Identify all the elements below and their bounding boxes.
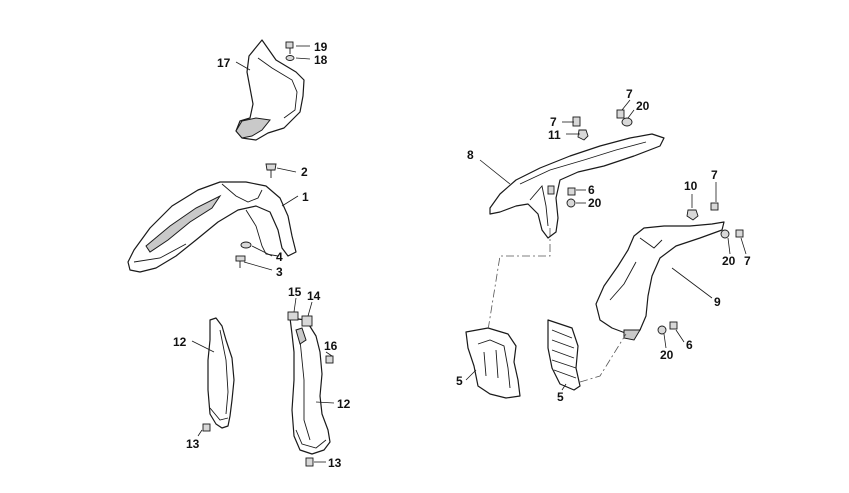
shroud-bolt-7c[interactable] xyxy=(710,202,719,211)
callout-12-right: 12 xyxy=(337,397,351,411)
callout-20-b: 20 xyxy=(588,196,602,210)
callout-6-a: 6 xyxy=(588,183,595,197)
shroud-bolt-7a[interactable] xyxy=(616,109,625,119)
clip-part-14[interactable] xyxy=(301,315,313,327)
callout-12-left: 12 xyxy=(173,335,187,349)
callout-5-left: 5 xyxy=(456,374,463,388)
shroud-washer-20d[interactable] xyxy=(657,325,667,335)
clip-part-15[interactable] xyxy=(287,311,299,321)
guard-screw-16[interactable] xyxy=(325,355,334,364)
assembly-line-left xyxy=(487,228,551,331)
shroud-bolt-7d[interactable] xyxy=(735,229,744,238)
callout-7-c: 7 xyxy=(711,168,718,182)
callout-8: 8 xyxy=(467,148,474,162)
callout-17: 17 xyxy=(217,56,231,70)
callout-2: 2 xyxy=(301,165,308,179)
callout-20-d: 20 xyxy=(660,348,674,362)
radiator-shroud-right[interactable] xyxy=(595,221,725,341)
shroud-nut-11[interactable] xyxy=(577,129,589,141)
plate-washer[interactable] xyxy=(285,55,295,61)
radiator-shroud-left[interactable] xyxy=(489,133,665,239)
radiator-guard-left[interactable] xyxy=(465,327,521,399)
fork-guard-left[interactable] xyxy=(207,317,235,429)
callout-1: 1 xyxy=(302,190,309,204)
callout-10: 10 xyxy=(684,179,698,193)
fender-washer[interactable] xyxy=(240,241,252,249)
callout-15: 15 xyxy=(288,285,302,299)
callout-11: 11 xyxy=(548,128,561,142)
callout-9: 9 xyxy=(714,295,721,309)
callout-5-right: 5 xyxy=(557,390,564,404)
callout-7-d: 7 xyxy=(744,254,751,268)
callout-20-a: 20 xyxy=(636,99,650,113)
callout-20-c: 20 xyxy=(722,254,736,268)
callout-13-right: 13 xyxy=(328,456,342,470)
shroud-nut-10[interactable] xyxy=(686,209,699,221)
shroud-washer-20c[interactable] xyxy=(720,229,730,239)
callout-14: 14 xyxy=(307,289,321,303)
callout-18: 18 xyxy=(314,53,328,67)
callout-13-left: 13 xyxy=(186,437,200,451)
callout-3: 3 xyxy=(276,265,283,279)
shroud-bolt-6a[interactable] xyxy=(567,187,576,196)
fork-guard-right[interactable] xyxy=(289,317,331,455)
fender-screw[interactable] xyxy=(235,255,246,268)
fork-guard-screw-right[interactable] xyxy=(305,457,314,467)
fender-bushing[interactable] xyxy=(265,163,277,178)
callout-7-b: 7 xyxy=(626,87,633,101)
callout-4: 4 xyxy=(276,250,283,264)
callout-7-a: 7 xyxy=(550,115,557,129)
leader-lines xyxy=(191,45,747,463)
radiator-grille-right[interactable] xyxy=(547,319,581,391)
plate-screw[interactable] xyxy=(285,41,294,54)
assembly-line-right xyxy=(579,333,627,383)
shroud-washer-20a[interactable] xyxy=(621,117,633,127)
shroud-bolt-6b[interactable] xyxy=(669,321,678,330)
shroud-bolt-upper[interactable] xyxy=(572,116,581,127)
callout-19: 19 xyxy=(314,40,328,54)
fork-guard-screw-left[interactable] xyxy=(202,423,211,432)
callout-16: 16 xyxy=(324,339,338,353)
front-fender[interactable] xyxy=(127,181,297,273)
shroud-washer-20b[interactable] xyxy=(566,198,576,208)
number-plate[interactable] xyxy=(235,39,305,141)
callout-6-b: 6 xyxy=(686,338,693,352)
